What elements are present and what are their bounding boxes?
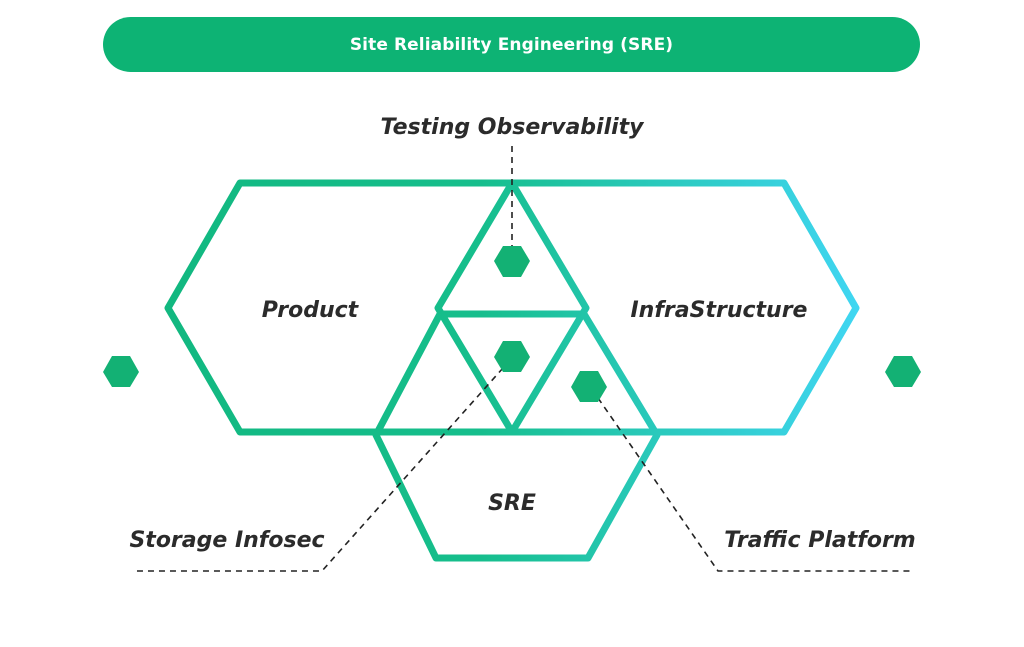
node-storage-infosec <box>494 341 530 372</box>
callout-traffic-platform: Traffic Platform <box>724 528 916 553</box>
node-testing-observability <box>494 246 530 277</box>
node-traffic-platform <box>571 371 607 402</box>
infrastructure-shape <box>508 179 860 436</box>
set-label-infrastructure: InfraStructure <box>631 298 808 323</box>
set-label-sre: SRE <box>488 491 536 516</box>
leader-storage-infosec <box>135 367 504 572</box>
set-label-product: Product <box>262 298 360 323</box>
callout-testing-observability: Testing Observability <box>380 115 645 140</box>
product-shape <box>164 179 516 436</box>
banner-title: Site Reliability Engineering (SRE) <box>349 34 674 55</box>
callout-storage-infosec: Storage Infosec <box>129 528 324 553</box>
leader-traffic-platform <box>597 397 912 572</box>
title-banner: Site Reliability Engineering (SRE) <box>103 17 920 72</box>
right-marker <box>885 356 921 387</box>
left-marker <box>103 356 139 387</box>
sre-shape <box>372 310 661 562</box>
